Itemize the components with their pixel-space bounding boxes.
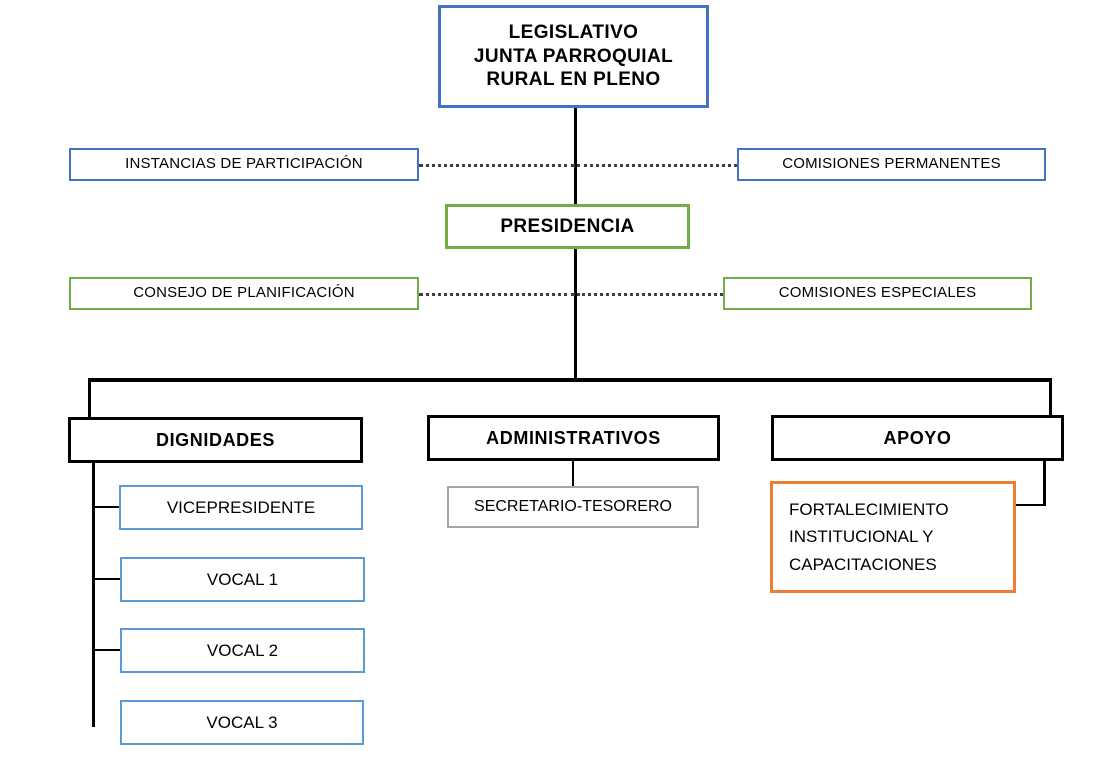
connector-apoyo-drop: [1043, 461, 1046, 506]
node-legislativo[interactable]: LEGISLATIVO JUNTA PARROQUIAL RURAL EN PL…: [438, 5, 709, 108]
node-presidencia[interactable]: PRESIDENCIA: [445, 204, 690, 249]
node-apoyo[interactable]: APOYO: [771, 415, 1064, 461]
dotted-connector-instancias: [419, 164, 575, 167]
node-secretario-tesorero[interactable]: SECRETARIO-TESORERO: [447, 486, 699, 528]
node-legislativo-line3: RURAL EN PLENO: [486, 69, 661, 91]
connector-stub-vicepresidente: [92, 506, 121, 508]
node-comisiones-permanentes[interactable]: COMISIONES PERMANENTES: [737, 148, 1046, 181]
connector-bus-drop-right: [1049, 378, 1052, 416]
node-administrativos[interactable]: ADMINISTRATIVOS: [427, 415, 720, 461]
node-dignidades[interactable]: DIGNIDADES: [68, 417, 363, 463]
node-vocal-3[interactable]: VOCAL 3: [120, 700, 364, 745]
node-comisiones-especiales[interactable]: COMISIONES ESPECIALES: [723, 277, 1032, 310]
node-vicepresidente[interactable]: VICEPRESIDENTE: [119, 485, 363, 530]
connector-stub-vocal-2: [92, 649, 121, 651]
node-fortalecimiento-line2: INSTITUCIONAL Y: [789, 527, 934, 547]
connector-stub-vocal-1: [92, 578, 121, 580]
node-legislativo-line1: LEGISLATIVO: [508, 21, 639, 43]
connector-bus-drop-left: [88, 378, 91, 420]
dotted-connector-comisiones-especiales: [577, 293, 723, 296]
connector-presidencia-bus: [574, 249, 577, 379]
node-fortalecimiento-line1: FORTALECIMIENTO: [789, 500, 949, 520]
connector-administrativos-secretario: [572, 461, 574, 487]
node-fortalecimiento-line3: CAPACITACIONES: [789, 554, 937, 574]
node-consejo-planificacion[interactable]: CONSEJO DE PLANIFICACIÓN: [69, 277, 419, 310]
connector-apoyo-fortalecimiento: [1014, 504, 1045, 506]
node-instancias-participacion[interactable]: INSTANCIAS DE PARTICIPACIÓN: [69, 148, 419, 181]
node-vocal-1[interactable]: VOCAL 1: [120, 557, 365, 602]
connector-dignidades-spine: [92, 462, 95, 727]
dotted-connector-consejo: [419, 293, 575, 296]
dotted-connector-comisiones-permanentes: [577, 164, 737, 167]
node-legislativo-line2: JUNTA PARROQUIAL: [473, 45, 674, 67]
connector-legislativo-presidencia: [574, 108, 577, 204]
node-vocal-2[interactable]: VOCAL 2: [120, 628, 365, 673]
connector-horizontal-bus: [88, 378, 1052, 382]
node-fortalecimiento-institucional[interactable]: FORTALECIMIENTO INSTITUCIONAL Y CAPACITA…: [770, 481, 1016, 593]
